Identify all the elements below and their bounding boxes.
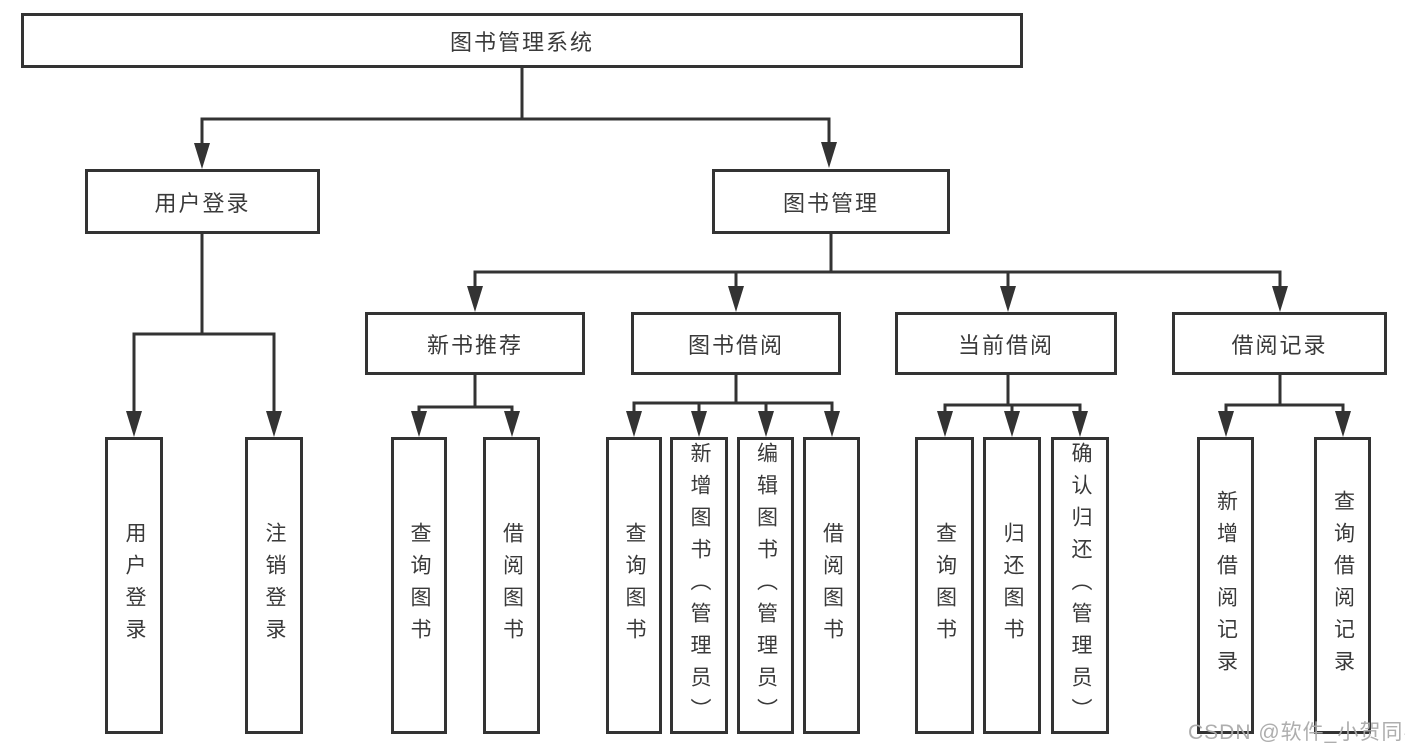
leaf-borrow-books-recommend: 借阅图书 bbox=[483, 437, 540, 734]
csdn-watermark: CSDN @软件_小贺同学 bbox=[1188, 721, 1405, 744]
connector-borrow-records-split bbox=[1218, 375, 1351, 437]
node-new-book-recommend: 新书推荐 bbox=[365, 312, 585, 375]
leaf-query-borrow-record: 查询借阅记录 bbox=[1314, 437, 1371, 734]
node-book-management: 图书管理 bbox=[712, 169, 950, 234]
connector-new-book-split bbox=[411, 375, 520, 437]
leaf-user-login: 用户登录 bbox=[105, 437, 163, 734]
connector-book-management-split bbox=[467, 233, 1288, 312]
leaf-logout: 注销登录 bbox=[245, 437, 303, 734]
leaf-borrow-books: 借阅图书 bbox=[803, 437, 860, 734]
leaf-query-books-current: 查询图书 bbox=[915, 437, 974, 734]
node-book-borrow: 图书借阅 bbox=[631, 312, 841, 375]
connector-book-borrow-split bbox=[626, 375, 840, 437]
leaf-edit-book-admin: 编辑图书（管理员） bbox=[737, 437, 794, 734]
node-borrow-records: 借阅记录 bbox=[1172, 312, 1387, 375]
connector-user-login-split bbox=[126, 234, 282, 437]
leaf-add-book-admin: 新增图书（管理员） bbox=[670, 437, 728, 734]
leaf-query-books-borrow: 查询图书 bbox=[606, 437, 662, 734]
connector-current-borrow-split bbox=[937, 375, 1088, 437]
leaf-add-borrow-record: 新增借阅记录 bbox=[1197, 437, 1254, 734]
leaf-confirm-return-admin: 确认归还（管理员） bbox=[1051, 437, 1109, 734]
node-user-login: 用户登录 bbox=[85, 169, 320, 234]
node-root: 图书管理系统 bbox=[21, 13, 1023, 68]
connector-root-to-level2 bbox=[194, 67, 837, 169]
node-current-borrow: 当前借阅 bbox=[895, 312, 1117, 375]
leaf-query-books-recommend: 查询图书 bbox=[391, 437, 447, 734]
leaf-return-book: 归还图书 bbox=[983, 437, 1041, 734]
